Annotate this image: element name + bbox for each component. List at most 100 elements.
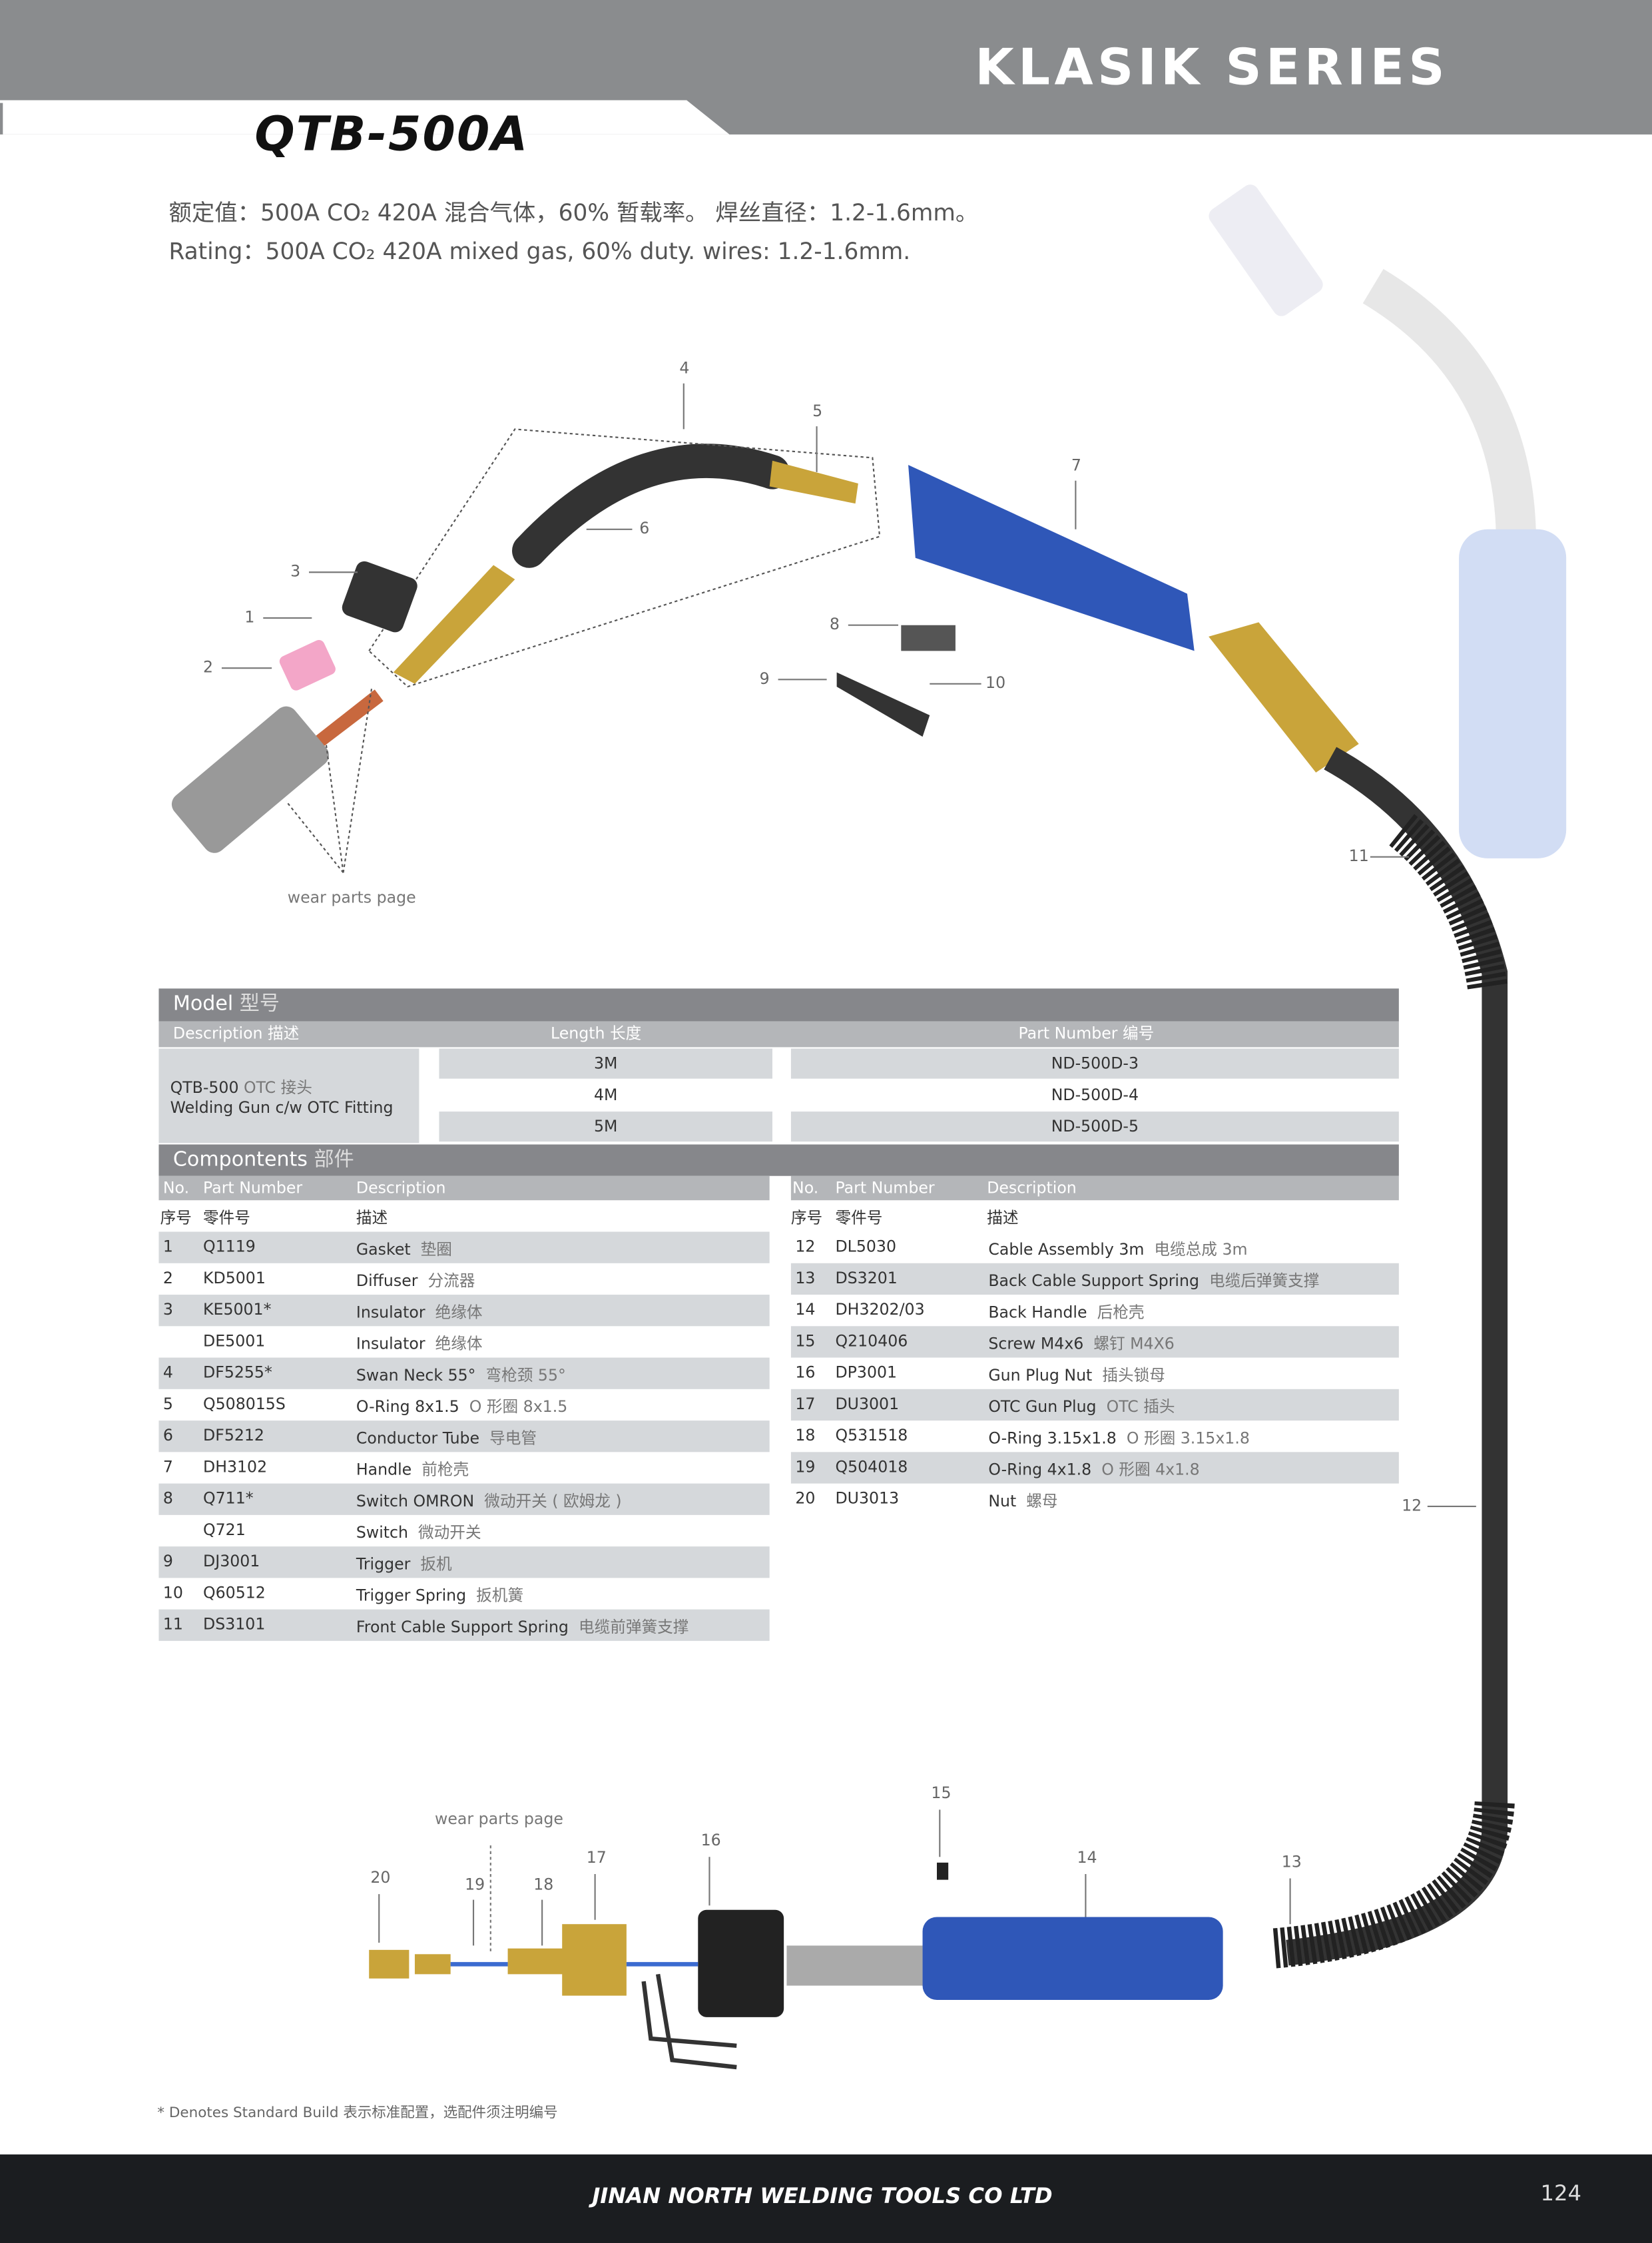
component-no: 3 <box>162 1300 173 1319</box>
component-description: Handle 前枪壳 <box>356 1458 469 1480</box>
component-part-number: DE5001 <box>203 1331 266 1351</box>
length-cell: 3M <box>439 1048 772 1079</box>
model-description: QTB-500 OTC 接头 Welding Gun c/w OTC Fitti… <box>158 1048 419 1143</box>
wear-parts-link-top: wear parts page <box>287 888 416 907</box>
col-no-zh: 序号 <box>160 1209 192 1228</box>
component-part-number: Q210406 <box>835 1331 908 1351</box>
description-en: Back Cable Support Spring <box>988 1271 1199 1291</box>
callout-7: 7 <box>1071 456 1081 476</box>
col-desc: Description <box>987 1179 1077 1197</box>
component-row: DE5001 Insulator 绝缘体 <box>158 1326 769 1357</box>
description-en: Nut <box>988 1492 1017 1511</box>
description-zh: 垫圈 <box>420 1240 452 1259</box>
component-no: 7 <box>162 1457 173 1476</box>
rating-en: Rating：500A CO₂ 420A mixed gas, 60% duty… <box>168 237 911 265</box>
component-description: Front Cable Support Spring 电缆前弹簧支撑 <box>356 1615 689 1638</box>
callout-3: 3 <box>290 562 301 581</box>
components-zh-header-right: 序号 零件号 描述 <box>791 1200 1399 1231</box>
components-title-zh: 部件 <box>314 1148 354 1172</box>
col-part-zh: 零件号 <box>835 1209 883 1228</box>
component-description: Diffuser 分流器 <box>356 1269 475 1291</box>
component-description: Insulator 绝缘体 <box>356 1301 483 1323</box>
component-description: Switch 微动开关 <box>356 1520 481 1543</box>
components-title-en: Compontents <box>172 1148 308 1172</box>
description-en: O-Ring 4x1.8 <box>988 1460 1092 1480</box>
component-no: 5 <box>162 1395 173 1414</box>
description-en: Switch OMRON <box>356 1492 475 1511</box>
page-number: 124 <box>1540 2180 1582 2206</box>
component-no: 17 <box>795 1395 816 1414</box>
description-zh: O 形圈 8x1.5 <box>469 1397 568 1417</box>
callout-5: 5 <box>812 402 823 421</box>
component-part-number: DU3013 <box>835 1489 900 1508</box>
part-number-cell: ND-500D-4 <box>1051 1086 1139 1105</box>
component-no: 14 <box>795 1300 816 1319</box>
component-row: 9 DJ3001 Trigger 扳机 <box>158 1546 770 1578</box>
description-en: Swan Neck 55° <box>356 1366 476 1385</box>
desc-line2: Welding Gun c/w OTC Fitting <box>170 1098 394 1117</box>
component-row: 2 KD5001 Diffuser 分流器 <box>158 1263 769 1295</box>
description-en: Diffuser <box>356 1271 418 1291</box>
description-zh: 分流器 <box>427 1271 475 1291</box>
component-row: 17 DU3001 OTC Gun Plug OTC 插头 <box>790 1389 1399 1421</box>
desc-line1-zh: OTC 接头 <box>244 1078 312 1097</box>
description-en: Front Cable Support Spring <box>356 1618 569 1637</box>
description-en: O-Ring 3.15x1.8 <box>988 1429 1117 1448</box>
desc-line1: QTB-500 <box>170 1078 239 1097</box>
description-en: O-Ring 8x1.5 <box>356 1397 459 1417</box>
component-no: 16 <box>795 1363 816 1383</box>
description-en: Conductor Tube <box>356 1429 480 1448</box>
component-part-number: DF5255* <box>203 1363 272 1383</box>
description-zh: 电缆后弹簧支撑 <box>1209 1271 1320 1291</box>
description-zh: 微动开关 ( 欧姆龙 ) <box>484 1492 622 1511</box>
footnote: * Denotes Standard Build 表示标准配置，选配件须注明编号 <box>157 2106 558 2122</box>
description-zh: O 形圈 3.15x1.8 <box>1126 1429 1250 1448</box>
col-length: Length 长度 <box>551 1024 642 1043</box>
component-part-number: DP3001 <box>835 1363 898 1383</box>
callout-9: 9 <box>759 669 770 689</box>
callout-1: 1 <box>244 607 255 627</box>
callout-8: 8 <box>829 615 840 634</box>
component-part-number: Q508015S <box>203 1395 286 1414</box>
component-no: 12 <box>795 1237 816 1257</box>
wear-parts-link-bottom: wear parts page <box>435 1809 563 1829</box>
model-header: Model 型号 <box>158 988 1399 1022</box>
swan-neck <box>512 444 790 568</box>
col-part-number: Part Number 编号 <box>1018 1024 1155 1043</box>
component-part-number: Q60512 <box>203 1583 266 1602</box>
rating-zh: 额定值：500A CO₂ 420A 混合气体，60% 暂载率。 焊丝直径：1.2… <box>168 198 979 226</box>
component-row: 19 Q504018 O-Ring 4x1.8 O 形圈 4x1.8 <box>790 1452 1399 1484</box>
description-en: OTC Gun Plug <box>988 1397 1097 1417</box>
component-part-number: Q721 <box>203 1520 246 1540</box>
description-zh: 导电管 <box>489 1429 537 1448</box>
component-part-number: DU3001 <box>835 1395 900 1414</box>
components-zh-header-left: 序号 零件号 描述 <box>158 1200 769 1231</box>
component-description: Conductor Tube 导电管 <box>356 1427 537 1449</box>
callout-12: 12 <box>1402 1496 1422 1515</box>
description-zh: 绝缘体 <box>435 1303 483 1322</box>
component-description: O-Ring 8x1.5 O 形圈 8x1.5 <box>356 1395 567 1417</box>
component-row: 6 DF5212 Conductor Tube 导电管 <box>158 1421 770 1452</box>
description-en: Screw M4x6 <box>988 1335 1084 1354</box>
component-description: Nut 螺母 <box>988 1489 1057 1512</box>
description-zh: 螺母 <box>1026 1492 1058 1511</box>
description-en: Switch <box>356 1523 409 1542</box>
callout-16: 16 <box>700 1831 721 1850</box>
component-description: Gasket 垫圈 <box>356 1237 452 1260</box>
component-description: O-Ring 3.15x1.8 O 形圈 3.15x1.8 <box>988 1427 1250 1449</box>
callout-4: 4 <box>679 359 690 378</box>
description-zh: 扳机簧 <box>476 1586 524 1606</box>
component-row: 12 DL5030 Cable Assembly 3m 电缆总成 3m <box>791 1232 1399 1263</box>
component-description: Insulator 绝缘体 <box>356 1332 483 1355</box>
component-no: 10 <box>162 1583 183 1602</box>
description-zh: 螺钉 M4X6 <box>1093 1335 1175 1354</box>
description-en: Handle <box>356 1460 412 1480</box>
col-part: Part Number <box>835 1179 935 1197</box>
callout-2: 2 <box>203 658 214 677</box>
component-no: 6 <box>162 1426 173 1445</box>
component-no: 4 <box>162 1363 173 1383</box>
component-description: Trigger Spring 扳机簧 <box>356 1584 523 1606</box>
components-col-header-right: No. Part Number Description <box>790 1175 1399 1201</box>
component-description: Switch OMRON 微动开关 ( 欧姆龙 ) <box>356 1489 622 1512</box>
